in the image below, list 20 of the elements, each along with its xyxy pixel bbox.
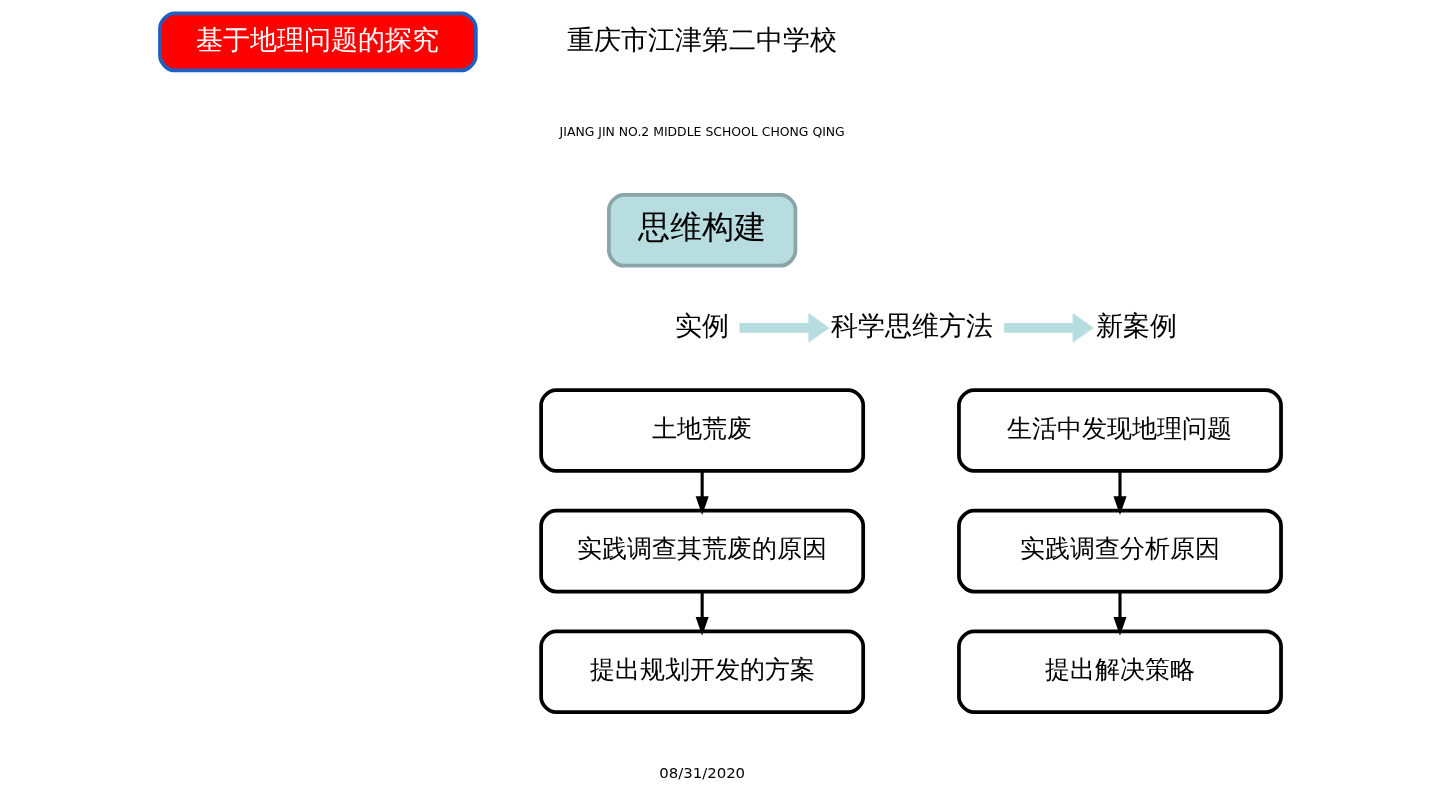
node-box: 提出规划开发的方案 xyxy=(538,629,865,714)
node-box: 生活中发现地理问题 xyxy=(956,388,1283,473)
node-box: 实践调查其荒废的原因 xyxy=(538,508,865,594)
label: 重庆市江津第二中学校 xyxy=(566,23,837,55)
node-text: 实例 xyxy=(674,309,729,341)
node-box: 思维构建 xyxy=(606,192,797,268)
node-text: 新案例 xyxy=(1095,309,1177,341)
node-box: 土地荒废 xyxy=(538,388,865,473)
arrow xyxy=(739,313,830,343)
arrow xyxy=(695,471,709,515)
node-box: 提出解决策略 xyxy=(956,629,1283,714)
node-box: 基于地理问题的探究 xyxy=(157,11,478,73)
arrow xyxy=(1112,591,1127,636)
node-box: 实践调查分析原因 xyxy=(956,508,1283,594)
label: JIANG JIN NO.2 MIDDLE SCHOOL CHONG QING xyxy=(559,123,845,139)
arrow xyxy=(1003,313,1094,343)
arrow xyxy=(695,591,709,636)
arrow xyxy=(1112,471,1127,515)
node-text: 科学思维方法 xyxy=(830,309,993,341)
label: 08/31/2020 xyxy=(658,764,745,783)
